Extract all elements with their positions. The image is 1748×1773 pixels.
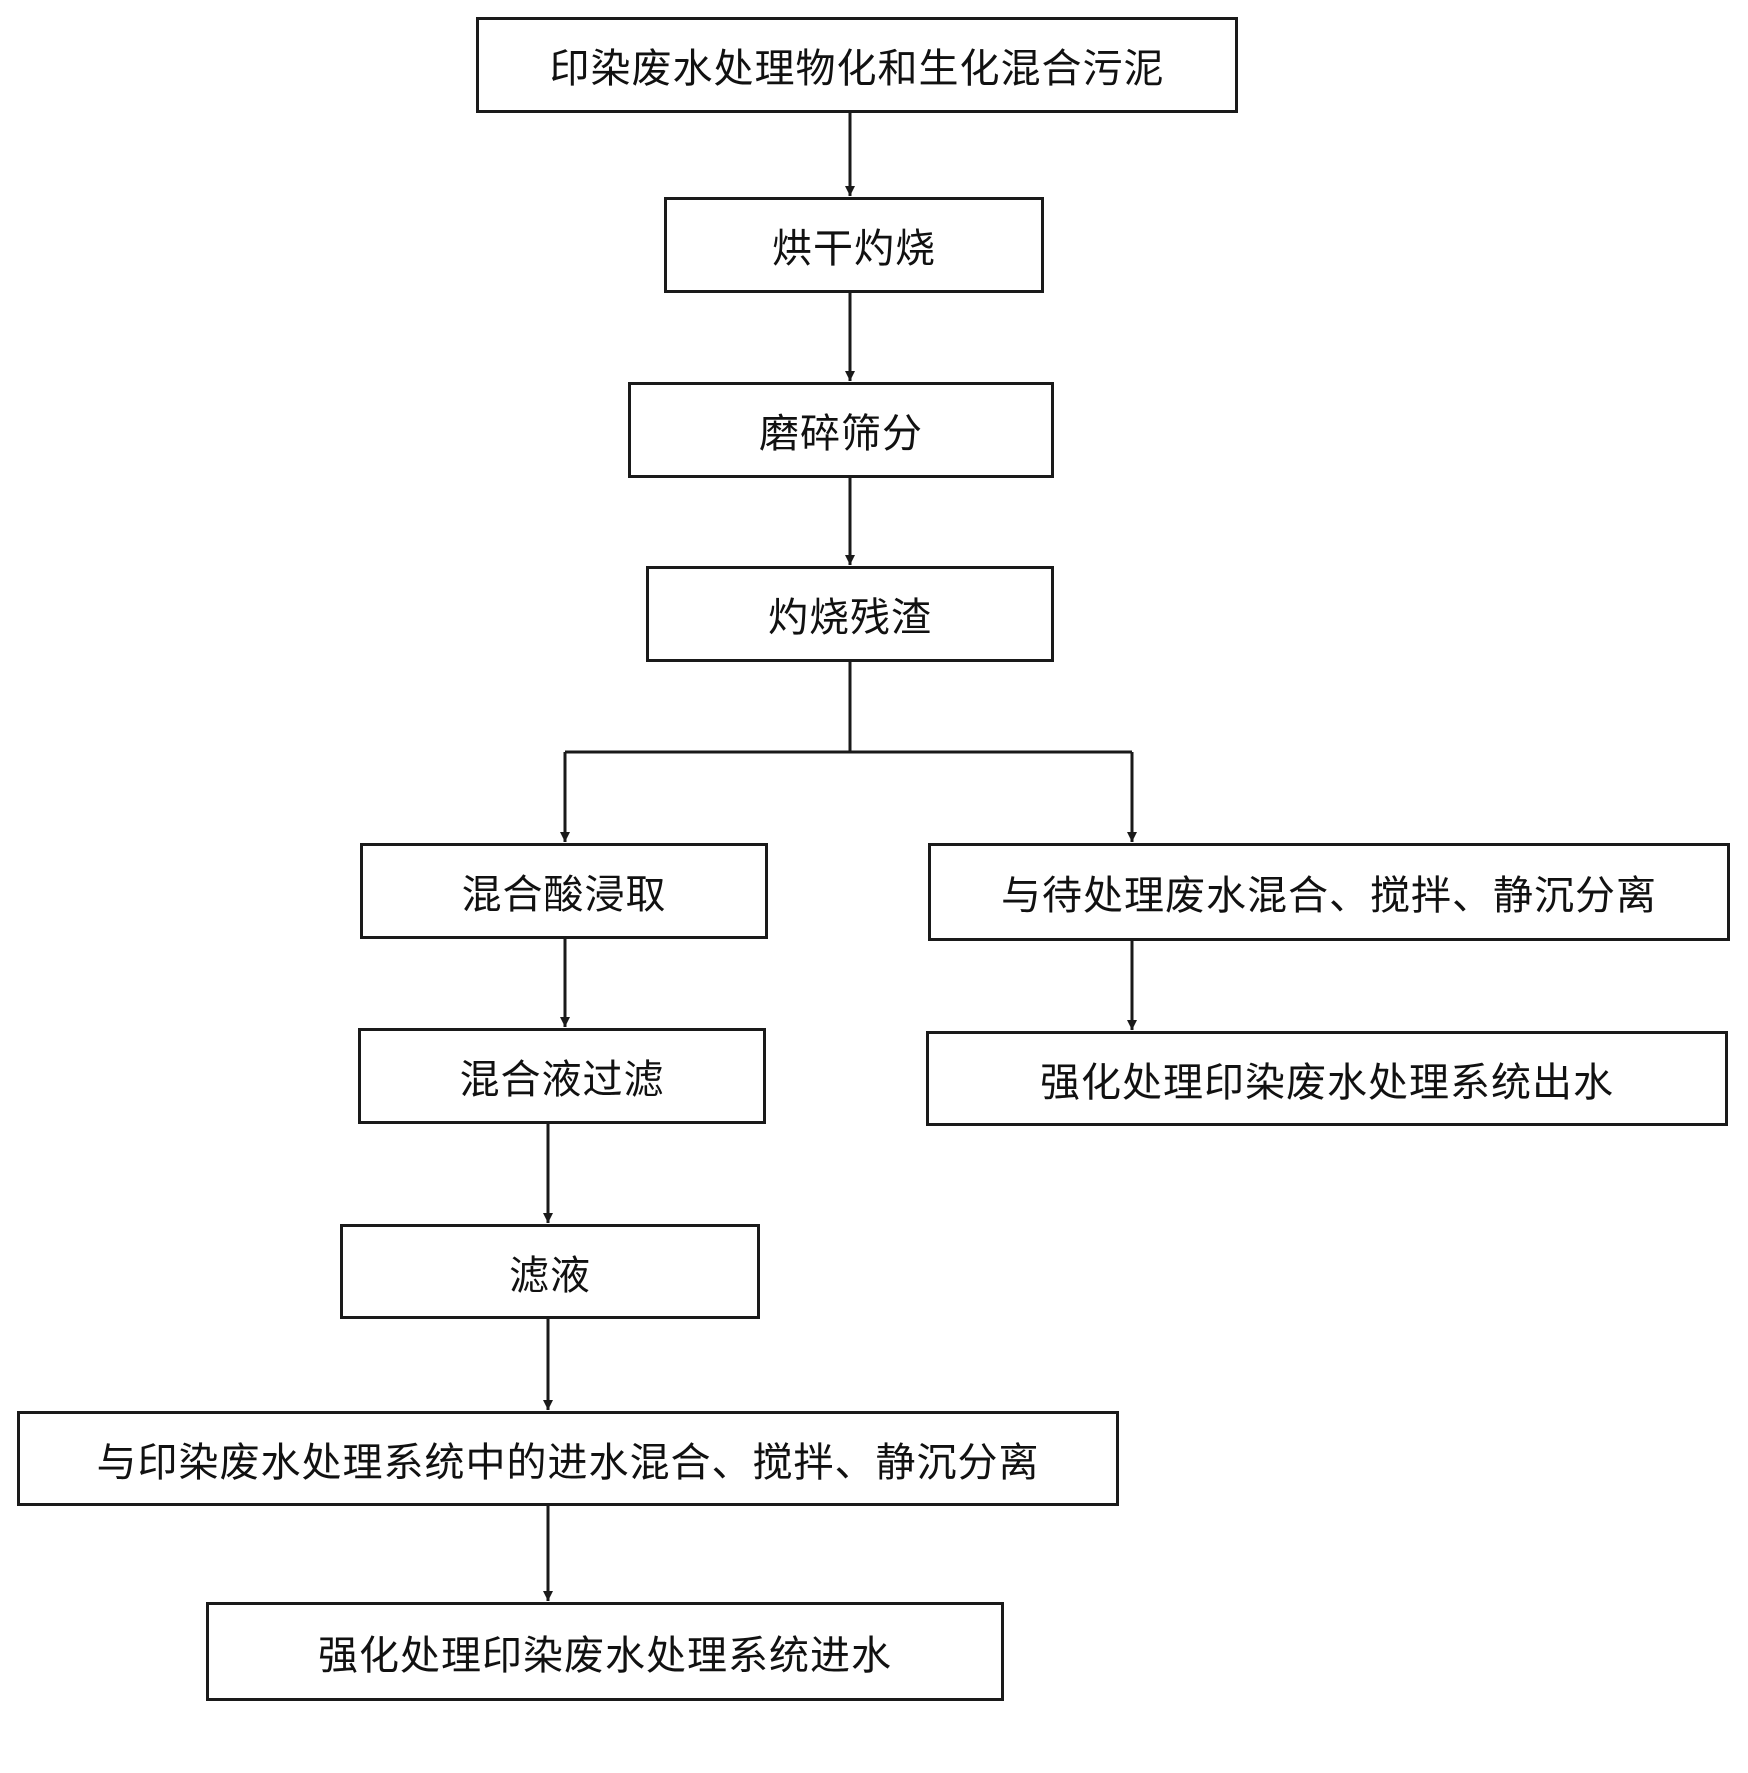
- step-filtrate: 滤液: [340, 1224, 760, 1319]
- step-enhanced-effluent: 强化处理印染废水处理系统出水: [926, 1031, 1728, 1126]
- step-mix-with-influent: 与印染废水处理系统中的进水混合、搅拌、静沉分离: [17, 1411, 1119, 1506]
- step-enhanced-influent: 强化处理印染废水处理系统进水: [206, 1602, 1004, 1701]
- step-mix-with-wastewater: 与待处理废水混合、搅拌、静沉分离: [928, 843, 1730, 941]
- step-ignition-residue: 灼烧残渣: [646, 566, 1054, 662]
- step-filter-mixture: 混合液过滤: [358, 1028, 766, 1124]
- step-acid-leach: 混合酸浸取: [360, 843, 768, 939]
- step-grind-sieve: 磨碎筛分: [628, 382, 1054, 478]
- step-mixed-sludge: 印染废水处理物化和生化混合污泥: [476, 17, 1238, 113]
- step-dry-ignite: 烘干灼烧: [664, 197, 1044, 293]
